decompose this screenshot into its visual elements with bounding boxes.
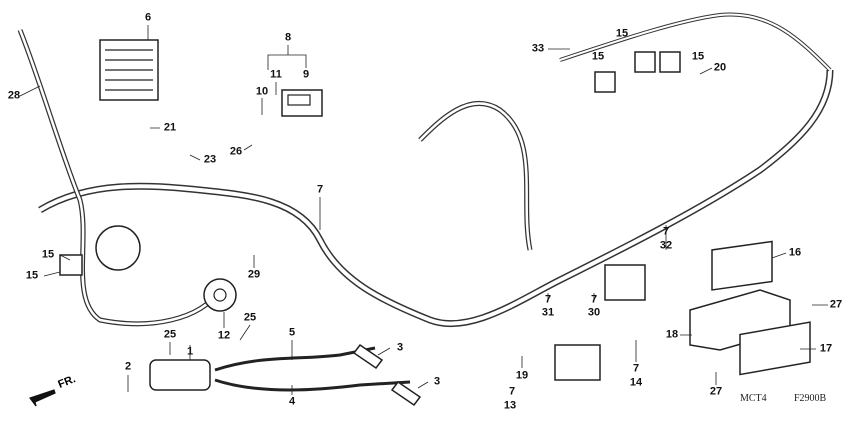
unit-cover [739, 321, 811, 376]
callout-3: 3 [433, 375, 441, 388]
relay [594, 71, 616, 93]
callout-31: 31 [541, 306, 555, 319]
callout-15: 15 [41, 248, 55, 261]
model-code: MCT4 [740, 393, 767, 404]
figure-code: F2900B [794, 393, 827, 404]
callout-7: 7 [316, 183, 324, 196]
relay [59, 254, 83, 276]
callout-16: 16 [788, 246, 802, 259]
callout-7: 7 [508, 385, 516, 398]
callout-29: 29 [247, 268, 261, 281]
callout-12: 12 [217, 329, 231, 342]
meter-unit [281, 89, 323, 117]
callout-19: 19 [515, 369, 529, 382]
callout-9: 9 [302, 68, 310, 81]
callout-18: 18 [665, 328, 679, 341]
ignition-coil [149, 359, 211, 391]
callout-28: 28 [7, 89, 21, 102]
starter-relay [95, 225, 141, 271]
front-arrow [29, 389, 56, 407]
callout-25: 25 [163, 328, 177, 341]
horn [203, 278, 237, 312]
callout-2: 2 [124, 360, 132, 373]
callout-1: 1 [186, 345, 194, 358]
spark-plug-cap [390, 380, 422, 407]
ignition-wire [214, 346, 376, 372]
callout-33: 33 [531, 42, 545, 55]
callout-21: 21 [163, 121, 177, 134]
callout-7: 7 [590, 293, 598, 306]
callout-15: 15 [591, 50, 605, 63]
callout-20: 20 [713, 61, 727, 74]
spark-plug-cap [352, 343, 384, 370]
relay [659, 51, 681, 73]
callout-30: 30 [587, 306, 601, 319]
callout-15: 15 [25, 269, 39, 282]
callout-13: 13 [503, 399, 517, 412]
callout-5: 5 [288, 326, 296, 339]
callout-6: 6 [144, 11, 152, 24]
callout-17: 17 [819, 342, 833, 355]
callout-7: 7 [662, 225, 670, 238]
callout-14: 14 [629, 376, 643, 389]
callout-7: 7 [544, 293, 552, 306]
callout-4: 4 [288, 395, 296, 408]
callout-11: 11 [270, 68, 282, 81]
callout-27: 27 [829, 298, 843, 311]
callout-32: 32 [659, 239, 673, 252]
callout-25: 25 [243, 311, 257, 324]
callout-3: 3 [396, 341, 404, 354]
ignition-wire-2 [214, 378, 411, 392]
callout-26: 26 [229, 145, 243, 158]
fuse-box [604, 264, 646, 301]
callout-23: 23 [203, 153, 217, 166]
callout-15: 15 [691, 50, 705, 63]
callout-15: 15 [615, 27, 629, 40]
callout-7: 7 [632, 362, 640, 375]
fuse-box-2 [554, 344, 601, 381]
relay [634, 51, 656, 73]
callout-27: 27 [709, 385, 723, 398]
control-unit [711, 240, 773, 291]
callout-8: 8 [284, 31, 292, 44]
callout-10: 10 [255, 85, 269, 98]
